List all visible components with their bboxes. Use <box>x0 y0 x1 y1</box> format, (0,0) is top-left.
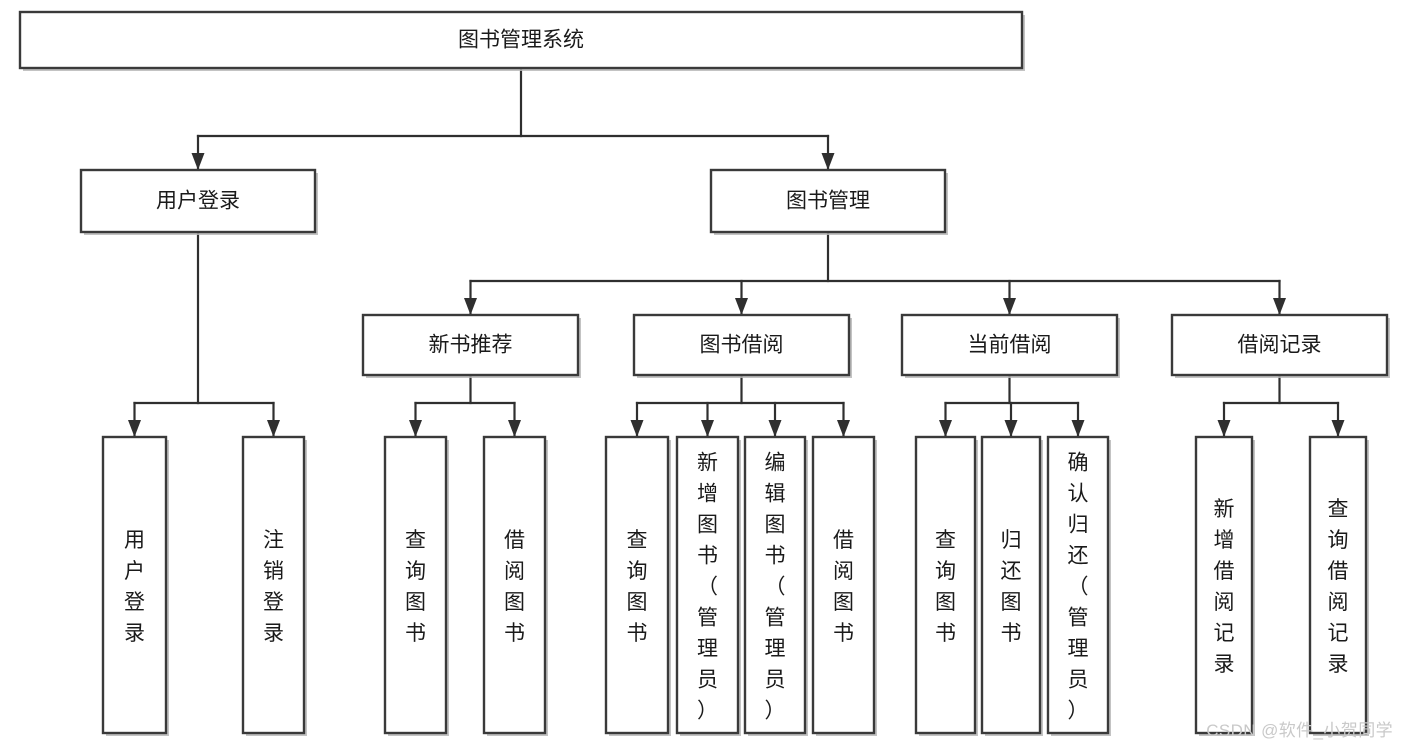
node-box[interactable] <box>675 435 740 735</box>
node-book-manage[interactable]: 图书管理 <box>709 168 948 235</box>
connector-arrowhead <box>939 420 952 437</box>
node-leaf-query-book-borrow[interactable]: 查询图书 <box>604 435 671 736</box>
node-leaf-query-book-rec[interactable]: 查询图书 <box>383 435 449 736</box>
connector-arrowhead <box>837 420 850 437</box>
node-label: 编辑图书（管理员） <box>765 452 786 723</box>
node-box[interactable] <box>361 313 580 377</box>
node-current-borrow[interactable]: 当前借阅 <box>900 313 1120 378</box>
node-borrow-record[interactable]: 借阅记录 <box>1170 313 1390 378</box>
node-box[interactable] <box>743 435 807 735</box>
node-label: 用户登录 <box>156 190 240 213</box>
node-leaf-edit-book[interactable]: 编辑图书（管理员） <box>743 435 808 736</box>
node-leaf-logout-login[interactable]: 注销登录 <box>241 435 307 736</box>
connector-arrowhead <box>267 420 280 437</box>
node-label: 借阅记录 <box>1238 334 1322 357</box>
node-box[interactable] <box>811 435 876 735</box>
node-label: 借阅图书 <box>833 529 854 645</box>
node-label: 用户登录 <box>124 529 145 645</box>
connector-arrowhead <box>409 420 422 437</box>
connector-arrowhead <box>1217 420 1231 437</box>
node-label: 查询图书 <box>405 529 426 645</box>
connector-arrowhead <box>464 298 477 315</box>
connector-arrowhead <box>701 420 714 437</box>
node-label: 借阅图书 <box>504 529 525 645</box>
node-book-borrow[interactable]: 图书借阅 <box>632 313 852 378</box>
node-label: 查询借阅记录 <box>1328 498 1349 676</box>
node-box[interactable] <box>914 435 977 735</box>
connector-arrowhead <box>1003 298 1016 315</box>
node-label: 图书管理 <box>786 190 870 213</box>
node-leaf-borrow-book-rec[interactable]: 借阅图书 <box>482 435 548 736</box>
node-user-login[interactable]: 用户登录 <box>79 168 318 235</box>
node-box[interactable] <box>482 435 547 735</box>
node-leaf-return-book[interactable]: 归还图书 <box>980 435 1043 736</box>
node-label: 确认归还（管理员） <box>1068 452 1089 723</box>
connector-arrowhead <box>1004 420 1018 437</box>
node-root[interactable]: 图书管理系统 <box>18 10 1025 71</box>
node-label: 新增图书（管理员） <box>697 452 718 723</box>
node-leaf-add-book[interactable]: 新增图书（管理员） <box>675 435 741 736</box>
node-box[interactable] <box>1194 435 1254 735</box>
node-box[interactable] <box>1308 435 1368 735</box>
node-label: 注销登录 <box>263 529 284 645</box>
node-box[interactable] <box>241 435 306 735</box>
node-label: 查询图书 <box>627 529 648 645</box>
connector-arrowhead <box>630 420 644 437</box>
node-leaf-confirm-return[interactable]: 确认归还（管理员） <box>1046 435 1111 736</box>
node-label: 归还图书 <box>1001 529 1022 645</box>
node-box[interactable] <box>79 168 317 234</box>
connector-arrowhead <box>508 420 521 437</box>
node-new-book-rec[interactable]: 新书推荐 <box>361 313 581 378</box>
node-leaf-query-borrow-record[interactable]: 查询借阅记录 <box>1308 435 1369 736</box>
node-box[interactable] <box>604 435 670 735</box>
connector-arrowhead <box>735 298 748 315</box>
node-box[interactable] <box>900 313 1119 377</box>
node-label: 图书管理系统 <box>458 29 584 52</box>
node-leaf-user-login[interactable]: 用户登录 <box>101 435 169 736</box>
node-box[interactable] <box>1046 435 1110 735</box>
node-leaf-borrow-book[interactable]: 借阅图书 <box>811 435 877 736</box>
node-box[interactable] <box>383 435 448 735</box>
node-label: 查询图书 <box>935 529 956 645</box>
node-label: 图书借阅 <box>700 334 784 357</box>
connector-arrowhead <box>191 153 205 170</box>
node-box[interactable] <box>18 10 1024 70</box>
connector-arrowhead <box>768 420 782 437</box>
node-box[interactable] <box>980 435 1042 735</box>
node-box[interactable] <box>632 313 851 377</box>
connector-arrowhead <box>1331 420 1345 437</box>
node-leaf-add-borrow-record[interactable]: 新增借阅记录 <box>1194 435 1255 736</box>
node-label: 新增借阅记录 <box>1214 498 1235 676</box>
node-label: 新书推荐 <box>429 334 513 357</box>
node-box[interactable] <box>709 168 947 234</box>
node-box[interactable] <box>1170 313 1389 377</box>
connector-arrowhead <box>1071 420 1085 437</box>
connector-arrowhead <box>1273 298 1286 315</box>
node-label: 当前借阅 <box>968 334 1052 357</box>
node-leaf-query-book-cur[interactable]: 查询图书 <box>914 435 978 736</box>
node-box[interactable] <box>101 435 168 735</box>
connector-arrowhead <box>821 153 835 170</box>
connector-arrowhead <box>128 420 141 437</box>
